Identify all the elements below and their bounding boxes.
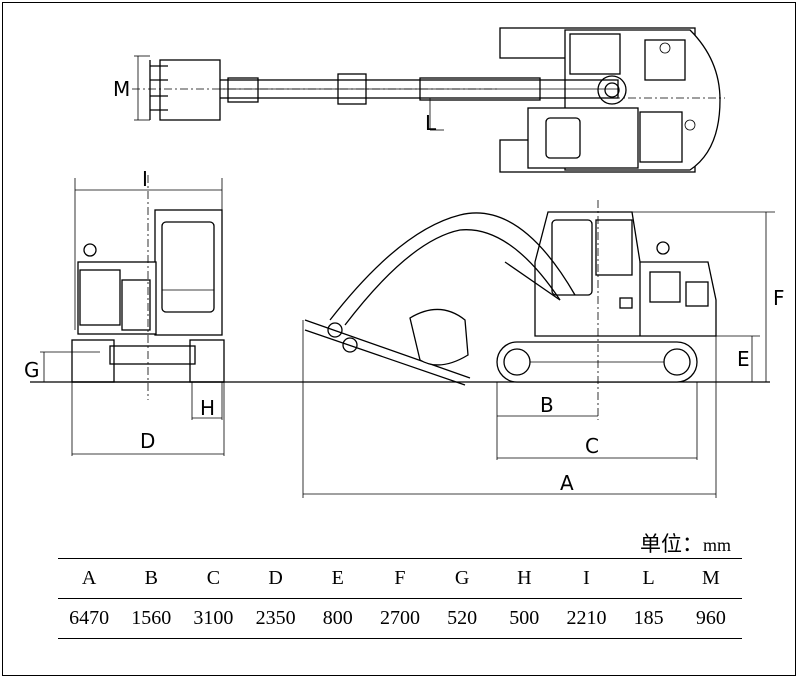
spec-value-cell: 3100 xyxy=(182,598,245,639)
unit-label: 单位： xyxy=(640,532,703,556)
spec-value-cell: 2210 xyxy=(555,598,618,639)
dim-label-A: A xyxy=(560,471,574,495)
dim-label-M: M xyxy=(113,77,130,101)
spec-header-cell: G xyxy=(431,558,494,599)
spec-value-cell: 1560 xyxy=(120,598,183,639)
unit-note: 单位：mm xyxy=(640,528,731,558)
spec-header-cell: H xyxy=(493,558,556,599)
dim-label-H: H xyxy=(200,396,215,420)
dim-label-F: F xyxy=(773,286,785,310)
spec-header-cell: F xyxy=(368,558,432,599)
spec-header-cell: E xyxy=(306,558,369,599)
spec-value-cell: 6470 xyxy=(58,598,121,639)
dim-label-D: D xyxy=(140,429,155,453)
dim-label-L: L xyxy=(425,111,437,135)
spec-value-cell: 185 xyxy=(617,598,680,639)
side-view: E F B C A xyxy=(30,200,785,498)
spec-value-cell: 960 xyxy=(679,598,742,639)
spec-header-cell: D xyxy=(244,558,307,599)
dim-label-C: C xyxy=(585,434,599,458)
spec-header-cell: A xyxy=(58,558,121,599)
dim-label-I: I xyxy=(142,167,148,191)
spec-header-cell: I xyxy=(555,558,618,599)
spec-value-cell: 500 xyxy=(493,598,556,639)
spec-value-cell: 2700 xyxy=(368,598,432,639)
spec-header-row: A B C D E F G H I L M xyxy=(58,558,742,599)
spec-value-cell: 2350 xyxy=(244,598,307,639)
dim-label-G: G xyxy=(24,358,40,382)
front-view: I G H D xyxy=(24,167,225,456)
spec-value-cell: 800 xyxy=(306,598,369,639)
spec-header-cell: L xyxy=(617,558,680,599)
spec-value-row: 6470 1560 3100 2350 800 2700 520 500 221… xyxy=(58,598,742,639)
unit-value: mm xyxy=(703,535,732,555)
dim-label-B: B xyxy=(540,393,554,417)
dim-label-E: E xyxy=(737,347,750,371)
top-view: M L xyxy=(113,27,725,173)
spec-header-cell: B xyxy=(120,558,183,599)
spec-value-cell: 520 xyxy=(431,598,494,639)
spec-header-cell: C xyxy=(182,558,245,599)
spec-header-cell: M xyxy=(679,558,742,599)
dimension-spec-table: A B C D E F G H I L M 6470 1560 3100 235… xyxy=(58,558,742,639)
